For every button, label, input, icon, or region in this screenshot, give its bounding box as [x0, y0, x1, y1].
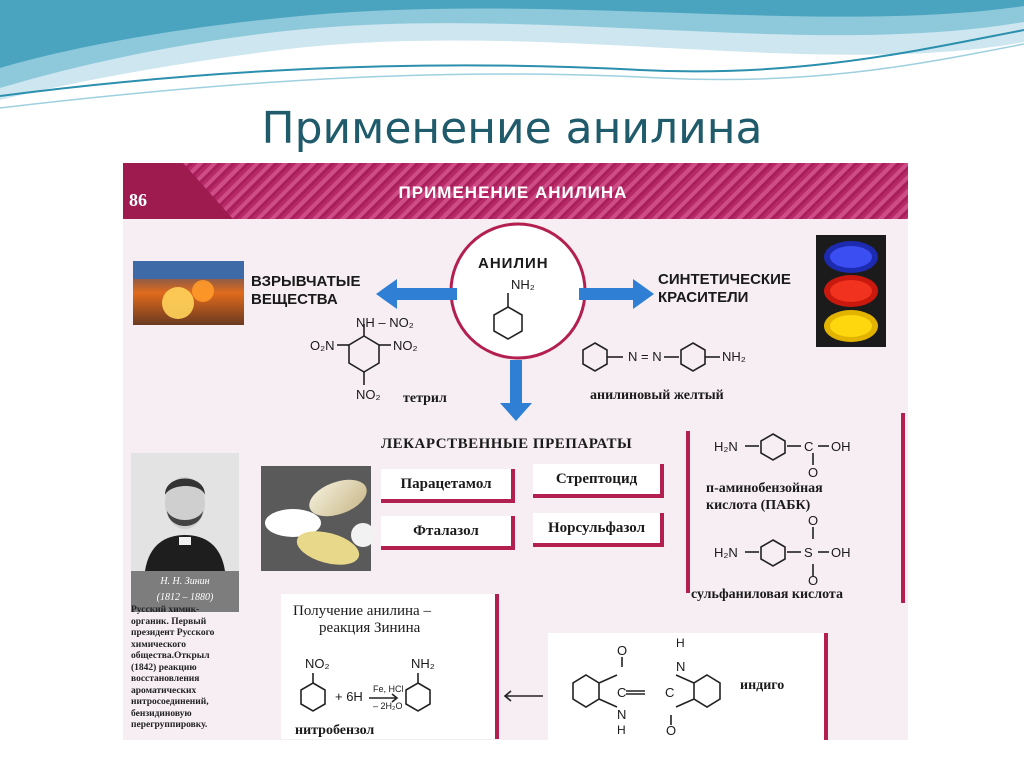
pabk-name-1: п-аминобензойная — [706, 481, 823, 496]
aniline-ring — [493, 306, 523, 340]
tetryl-group-right: NO₂ — [393, 338, 418, 353]
page-banner — [123, 163, 908, 219]
sulfanilic-name: сульфаниловая кислота — [691, 587, 843, 602]
center-label: АНИЛИН — [478, 255, 549, 272]
page-number-wedge — [123, 163, 233, 219]
tetryl-group-left: O₂N — [310, 338, 335, 353]
indigo-h-top: H — [676, 636, 685, 650]
explosion-photo — [133, 261, 244, 325]
sulfanilic-oh: OH — [831, 545, 851, 560]
azo-group: N = N — [628, 349, 662, 364]
zinin-caption: Н. Н. Зинин (1812 – 1880) — [131, 571, 239, 612]
bio-line: (1842) реакцию — [131, 662, 197, 673]
dye-amine-group: NH₂ — [722, 349, 746, 364]
indigo-n-bottom: N — [617, 707, 627, 722]
indigo-c-left: C — [617, 685, 627, 700]
sulfanilic-amine: H₂N — [714, 545, 738, 560]
bio-line: органик. Первый — [131, 616, 207, 627]
indigo-c-right: C — [665, 685, 675, 700]
bio-line: ароматических — [131, 685, 197, 696]
indigo-name: индиго — [740, 678, 785, 693]
indigo-box — [548, 633, 828, 740]
paint-jars-photo — [816, 235, 886, 347]
bio-line: перегруппировку. — [131, 720, 208, 730]
reaction-title-1: Получение анилина – — [293, 603, 431, 619]
arrow-right-icon — [579, 279, 654, 309]
sulfanilic-structure — [745, 527, 829, 576]
zinin-reaction-box — [281, 594, 499, 739]
reaction-title-2: реакция Зинина — [319, 620, 421, 636]
pills-photo — [261, 466, 375, 571]
textbook-page: 86 ПРИМЕНЕНИЕ АНИЛИНА — [123, 163, 908, 740]
bio-line: нитросоединений, — [131, 697, 209, 707]
bio-line: бензидиновую — [131, 708, 192, 719]
zinin-caption-name: Н. Н. Зинин — [160, 576, 210, 587]
indigo-o-bottom: O — [666, 723, 677, 738]
zinin-portrait — [131, 453, 239, 571]
pabk-name-2: кислота (ПАБК) — [706, 498, 811, 513]
product-group: NH₂ — [411, 656, 435, 671]
bio-line: восстановления — [131, 674, 200, 684]
tetryl-name: тетрил — [403, 391, 447, 406]
reagent: + 6H — [335, 689, 363, 704]
medicine-streptocid: Стрептоцид — [533, 464, 664, 498]
medicine-norsulfazol: Норсульфазол — [533, 513, 664, 547]
medicine-phthalazol: Фталазол — [381, 516, 515, 550]
aniline-yellow-structure — [582, 342, 720, 372]
arrow-left-icon — [376, 279, 457, 309]
dyes-title-1: СИНТЕТИЧЕСКИЕ — [658, 271, 791, 288]
sulfanilic-sulfur: S — [804, 545, 813, 560]
header-wave-decoration — [0, 0, 1024, 109]
bio-line: химического — [131, 639, 187, 650]
nitrobenzene-name: нитробензол — [295, 723, 375, 738]
pabk-carbon: C — [804, 439, 814, 454]
indigo-o-top: O — [617, 643, 628, 658]
page-banner-title: ПРИМЕНЕНИЕ АНИЛИНА — [398, 183, 628, 202]
tetryl-structure — [337, 324, 391, 385]
tetryl-group-bottom: NO₂ — [356, 387, 381, 402]
medicine-paracetamol: Парацетамол — [381, 469, 515, 503]
bio-line: Русский химик- — [131, 605, 200, 615]
explosives-title-2: ВЕЩЕСТВА — [251, 291, 338, 308]
sulfanilic-oxygen-bottom: O — [808, 573, 819, 588]
catalyst: Fe, HCl — [373, 684, 404, 694]
arrow-down-icon — [500, 360, 532, 421]
indigo-n-top: N — [676, 659, 686, 674]
pabk-oh: OH — [831, 439, 851, 454]
pabk-amine: H₂N — [714, 439, 738, 454]
zinin-biography: Русский химик- органик. Первый президент… — [131, 605, 243, 732]
aniline-applications-diagram — [133, 222, 905, 740]
byproduct: – 2H₂O — [373, 701, 403, 711]
tetryl-group-top: NH – NO₂ — [356, 315, 414, 330]
explosives-title-1: ВЗРЫВЧАТЫЕ — [251, 273, 361, 290]
dyes-title-2: КРАСИТЕЛИ — [658, 289, 749, 306]
bio-line: президент Русского — [131, 628, 215, 638]
center-group: NH₂ — [511, 277, 535, 292]
arrow-back-icon — [503, 690, 543, 702]
reactant-group: NO₂ — [305, 656, 330, 671]
zinin-caption-years: (1812 – 1880) — [156, 592, 214, 603]
page-number: 86 — [129, 190, 147, 210]
slide-title: Применение анилина — [261, 103, 763, 154]
aniline-yellow-name: анилиновый желтый — [590, 388, 724, 403]
indigo-h-bottom: H — [617, 723, 626, 737]
pabk-structure — [745, 433, 829, 465]
pabk-oxygen: O — [808, 465, 819, 480]
medicines-title: ЛЕКАРСТВЕННЫЕ ПРЕПАРАТЫ — [381, 436, 633, 452]
sulfanilic-oxygen-top: O — [808, 513, 819, 528]
bio-line: общества.Открыл — [131, 651, 210, 661]
